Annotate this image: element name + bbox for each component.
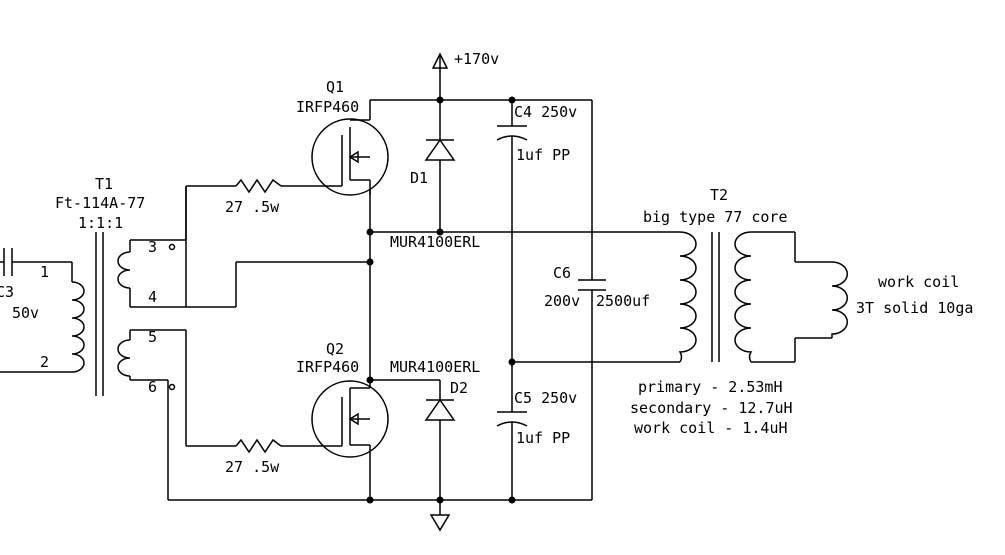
c4-value: 1uf PP bbox=[516, 146, 570, 164]
d1-ref: D1 bbox=[410, 169, 428, 187]
t1-pin-5: 5 bbox=[148, 328, 157, 346]
midpoint-rail bbox=[130, 190, 680, 380]
t1-ref: T1 bbox=[95, 175, 113, 193]
supply-label: +170v bbox=[454, 50, 499, 68]
c6-ref: C6 bbox=[553, 264, 571, 282]
c4-capacitor: C4 250v 1uf PP bbox=[496, 100, 577, 362]
c6-value: 2500uf bbox=[596, 292, 650, 310]
q2-part: IRFP460 bbox=[296, 358, 359, 376]
t1-part: Ft-114A-77 bbox=[55, 194, 145, 212]
t1-pin-3: 3 bbox=[148, 238, 157, 256]
d2-diode: D2 MUR4100ERL bbox=[370, 358, 480, 500]
d2-part: MUR4100ERL bbox=[390, 358, 480, 376]
c3-ref: C3 bbox=[0, 283, 14, 301]
t1-pin-1: 1 bbox=[40, 263, 49, 281]
work-coil-title: work coil bbox=[878, 273, 959, 291]
supply-rail: +170v bbox=[370, 50, 593, 280]
q2-mosfet: Q2 IRFP460 bbox=[296, 340, 389, 500]
c4-label: C4 250v bbox=[514, 103, 577, 121]
t2-core: big type 77 core bbox=[643, 208, 788, 226]
c6-capacitor: C6 200v 2500uf bbox=[544, 264, 650, 310]
t2-spec-workcoil: work coil - 1.4uH bbox=[634, 419, 788, 437]
c6-rating: 200v bbox=[544, 292, 580, 310]
c3-rating: 50v bbox=[12, 304, 39, 322]
t1-dot-3 bbox=[168, 243, 176, 251]
c5-value: 1uf PP bbox=[516, 429, 570, 447]
work-coil-label: work coil 3T solid 10ga bbox=[856, 273, 973, 317]
d1-part: MUR4100ERL bbox=[390, 233, 480, 251]
ground-rail bbox=[168, 300, 593, 532]
q1-resistor-label: 27 .5w bbox=[225, 198, 280, 216]
t2-spec-secondary: secondary - 12.7uH bbox=[630, 399, 793, 417]
c5-label: C5 250v bbox=[514, 389, 577, 407]
t2-transformer: T2 big type 77 core primary - 2.53mH sec… bbox=[630, 186, 848, 437]
d1-diode: D1 MUR4100ERL bbox=[390, 100, 480, 251]
t2-ref: T2 bbox=[710, 186, 728, 204]
d2-ref: D2 bbox=[450, 379, 468, 397]
t1-ratio: 1:1:1 bbox=[78, 214, 123, 232]
t1-pin-4: 4 bbox=[148, 288, 157, 306]
q1-mosfet: Q1 IRFP460 bbox=[296, 78, 389, 196]
ground-symbol bbox=[429, 514, 451, 532]
q1-ref: Q1 bbox=[326, 78, 344, 96]
q2-ref: Q2 bbox=[326, 340, 344, 358]
t2-spec-primary: primary - 2.53mH bbox=[638, 378, 783, 396]
c3-capacitor: C3 50v bbox=[0, 248, 72, 322]
junctions bbox=[366, 96, 516, 504]
t1-transformer: T1 Ft-114A-77 1:1:1 1 2 3 4 5 6 bbox=[0, 175, 187, 500]
work-coil-desc: 3T solid 10ga bbox=[856, 299, 973, 317]
q2-gate-resistor: 27 .5w bbox=[185, 340, 343, 476]
t1-pin-2: 2 bbox=[40, 353, 49, 371]
t1-dot-6 bbox=[168, 383, 176, 391]
c5-capacitor: C5 250v 1uf PP bbox=[496, 362, 577, 500]
q1-gate-resistor: 27 .5w bbox=[185, 172, 343, 307]
q2-resistor-label: 27 .5w bbox=[225, 458, 280, 476]
t1-pin-6: 6 bbox=[148, 378, 157, 396]
q1-part: IRFP460 bbox=[296, 98, 359, 116]
